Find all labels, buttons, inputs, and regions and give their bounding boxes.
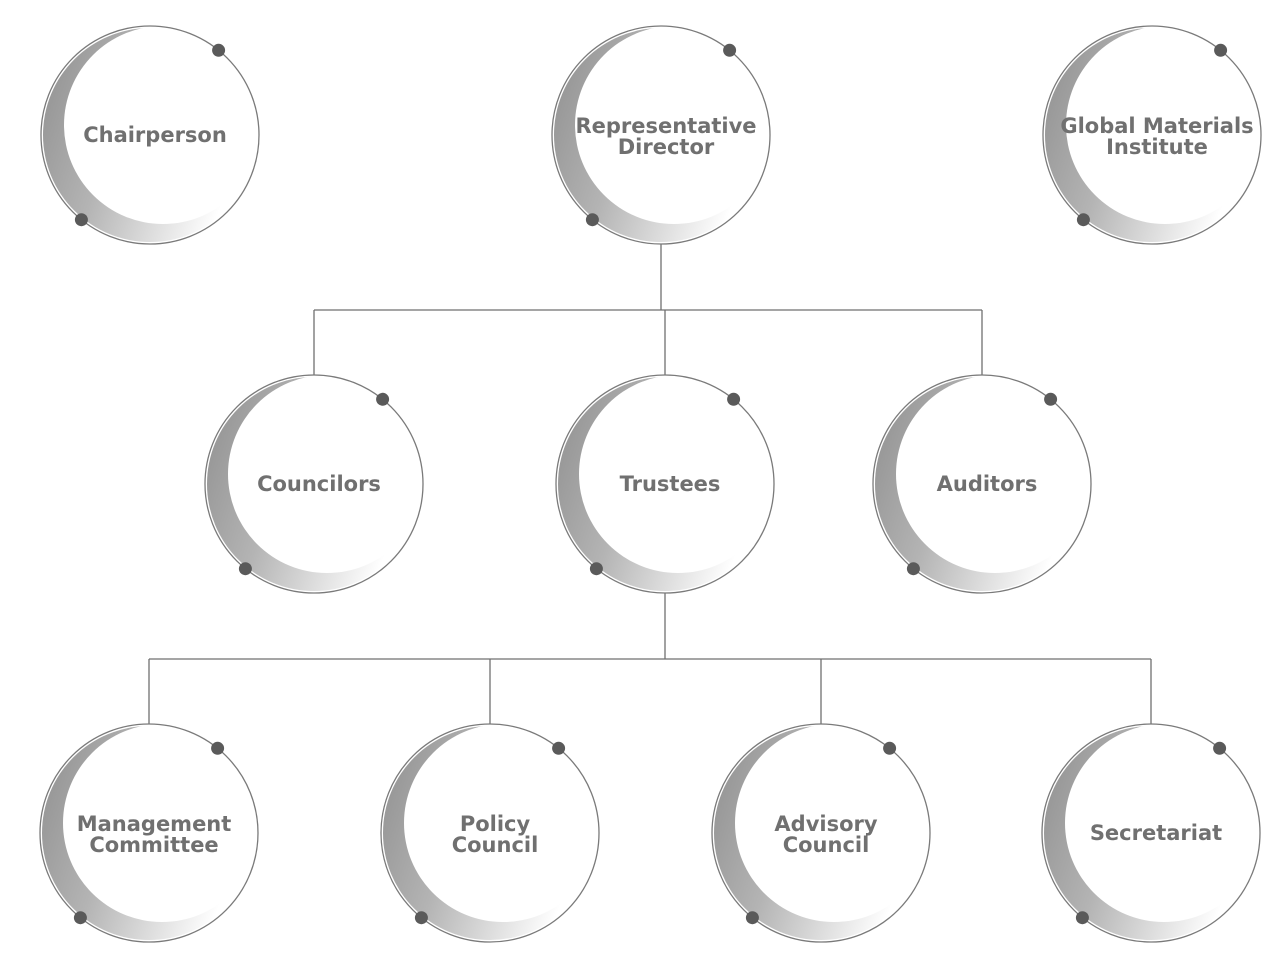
crescent-shadow <box>875 375 1094 591</box>
node-ring <box>39 723 259 943</box>
connector-lines <box>148 244 1152 724</box>
ring-dot-bottom <box>906 562 920 576</box>
node-label-line: Trustees <box>620 472 721 496</box>
node-label-line: Councilors <box>257 472 381 496</box>
node-label-line: Representative <box>575 114 756 138</box>
ring-dot-top <box>212 43 226 57</box>
node-ring <box>872 374 1092 594</box>
node-label: Councilors <box>257 472 381 496</box>
crescent-shadow <box>1045 26 1264 242</box>
node-secretariat: Secretariat <box>1041 723 1263 943</box>
node-label-line: Policy <box>460 812 531 836</box>
node-label-line: Auditors <box>937 472 1038 496</box>
crescent-shadow <box>42 724 261 940</box>
ring-dot-bottom <box>414 911 428 925</box>
node-ring <box>711 723 931 943</box>
node-ring <box>40 25 260 245</box>
node-ring <box>1041 723 1261 943</box>
node-trustees: Trustees <box>555 374 777 594</box>
node-auditors: Auditors <box>872 374 1094 594</box>
node-label-line: Committee <box>89 833 218 857</box>
node-label-line: Global Materials <box>1060 114 1253 138</box>
ring-dot-top <box>376 392 390 406</box>
node-ring <box>380 723 600 943</box>
ring-dot-bottom <box>1076 213 1090 227</box>
crescent-shadow <box>383 724 602 940</box>
ring-dot-bottom <box>745 911 759 925</box>
node-ring <box>555 374 775 594</box>
node-label-line: Council <box>783 833 870 857</box>
node-label: Chairperson <box>83 123 227 147</box>
node-label-line: Management <box>77 812 232 836</box>
ring-dot-top <box>1214 43 1228 57</box>
node-label-line: Institute <box>1106 135 1208 159</box>
node-label-line: Secretariat <box>1090 821 1222 845</box>
crescent-shadow <box>43 26 262 242</box>
ring-dot-top <box>723 43 737 57</box>
node-chairperson: Chairperson <box>40 25 262 245</box>
ring-dot-top <box>727 392 741 406</box>
node-label-line: Chairperson <box>83 123 227 147</box>
ring-dot-top <box>1044 392 1058 406</box>
ring-dot-bottom <box>74 213 88 227</box>
crescent-shadow <box>554 26 773 242</box>
ring-dot-top <box>552 741 566 755</box>
node-ring <box>204 374 424 594</box>
ring-dot-bottom <box>585 213 599 227</box>
node-ring <box>1042 25 1262 245</box>
node-label: Secretariat <box>1090 821 1222 845</box>
crescent-shadow <box>1044 724 1263 940</box>
node-label-line: Council <box>452 833 539 857</box>
node-ring <box>551 25 771 245</box>
ring-dot-bottom <box>238 562 252 576</box>
node-label: Trustees <box>620 472 721 496</box>
crescent-shadow <box>558 375 777 591</box>
ring-dot-top <box>1213 741 1227 755</box>
node-label: Auditors <box>937 472 1038 496</box>
crescent-shadow <box>207 375 426 591</box>
node-label-line: Advisory <box>774 812 877 836</box>
ring-dot-bottom <box>1075 911 1089 925</box>
ring-dot-top <box>211 741 225 755</box>
node-councilors: Councilors <box>204 374 426 594</box>
ring-dot-top <box>883 741 897 755</box>
ring-dot-bottom <box>73 911 87 925</box>
ring-dot-bottom <box>589 562 603 576</box>
node-label-line: Director <box>618 135 715 159</box>
crescent-shadow <box>714 724 933 940</box>
